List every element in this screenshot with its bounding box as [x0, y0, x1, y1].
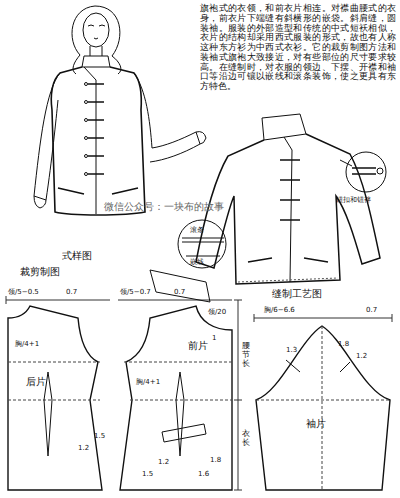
dimension-label: 胸/6−6.6: [264, 306, 295, 314]
description-text: 旗袍式的衣领，和前衣片相连。对襟曲腰式的衣身，前衣片下端缝有斜横形的嵌袋。斜肩缝…: [200, 4, 396, 92]
part-label: 嵌线: [190, 258, 204, 266]
part-name: 后片: [26, 376, 46, 388]
dimension-label: 胸/4+1: [14, 340, 40, 348]
dimension-label: 胸/4+1: [136, 378, 160, 386]
watermark: 微信公众号：一块布的故事: [104, 201, 224, 213]
dimension-label: 衣长: [242, 430, 250, 448]
dimension-label: 0.7: [174, 288, 185, 296]
dimension-label: 1.3: [286, 346, 297, 354]
dimension-label: 1.2: [158, 458, 169, 466]
dimension-label: 0.7: [66, 288, 77, 296]
dimension-label: 1.6: [198, 470, 209, 478]
dimension-label: 领/5−0.5: [8, 288, 39, 296]
dimension-label: 1.2: [78, 444, 89, 452]
figure-caption: 裁剪制图: [20, 266, 60, 278]
dimension-label: 1.5: [94, 432, 105, 440]
dimension-label: 腰节长: [242, 342, 250, 368]
dimension-label: 1.5: [142, 470, 153, 478]
part-name: 袖片: [306, 418, 326, 430]
part-name: 前片: [188, 340, 208, 352]
figure-caption: 缝制工艺图: [272, 288, 322, 300]
back-piece: [6, 296, 110, 490]
sleeve-piece: [254, 314, 392, 490]
style-figure: [34, 6, 206, 215]
dimension-label: 1: [212, 334, 216, 342]
dimension-label: 1.2: [356, 352, 367, 360]
dimension-label: 1.8: [338, 340, 349, 348]
figure-caption: 式样图: [62, 250, 92, 262]
part-label: 滚条: [190, 226, 204, 234]
front-piece: [118, 270, 242, 490]
dimension-label: 0.7: [366, 306, 377, 314]
dimension-label: 1.8: [210, 456, 221, 464]
dimension-label: 领/5−0.7: [120, 288, 151, 296]
construction-sketch: [178, 114, 386, 284]
part-label: 钮扣和钮袢: [336, 196, 371, 204]
dimension-label: 领/20: [208, 308, 226, 316]
